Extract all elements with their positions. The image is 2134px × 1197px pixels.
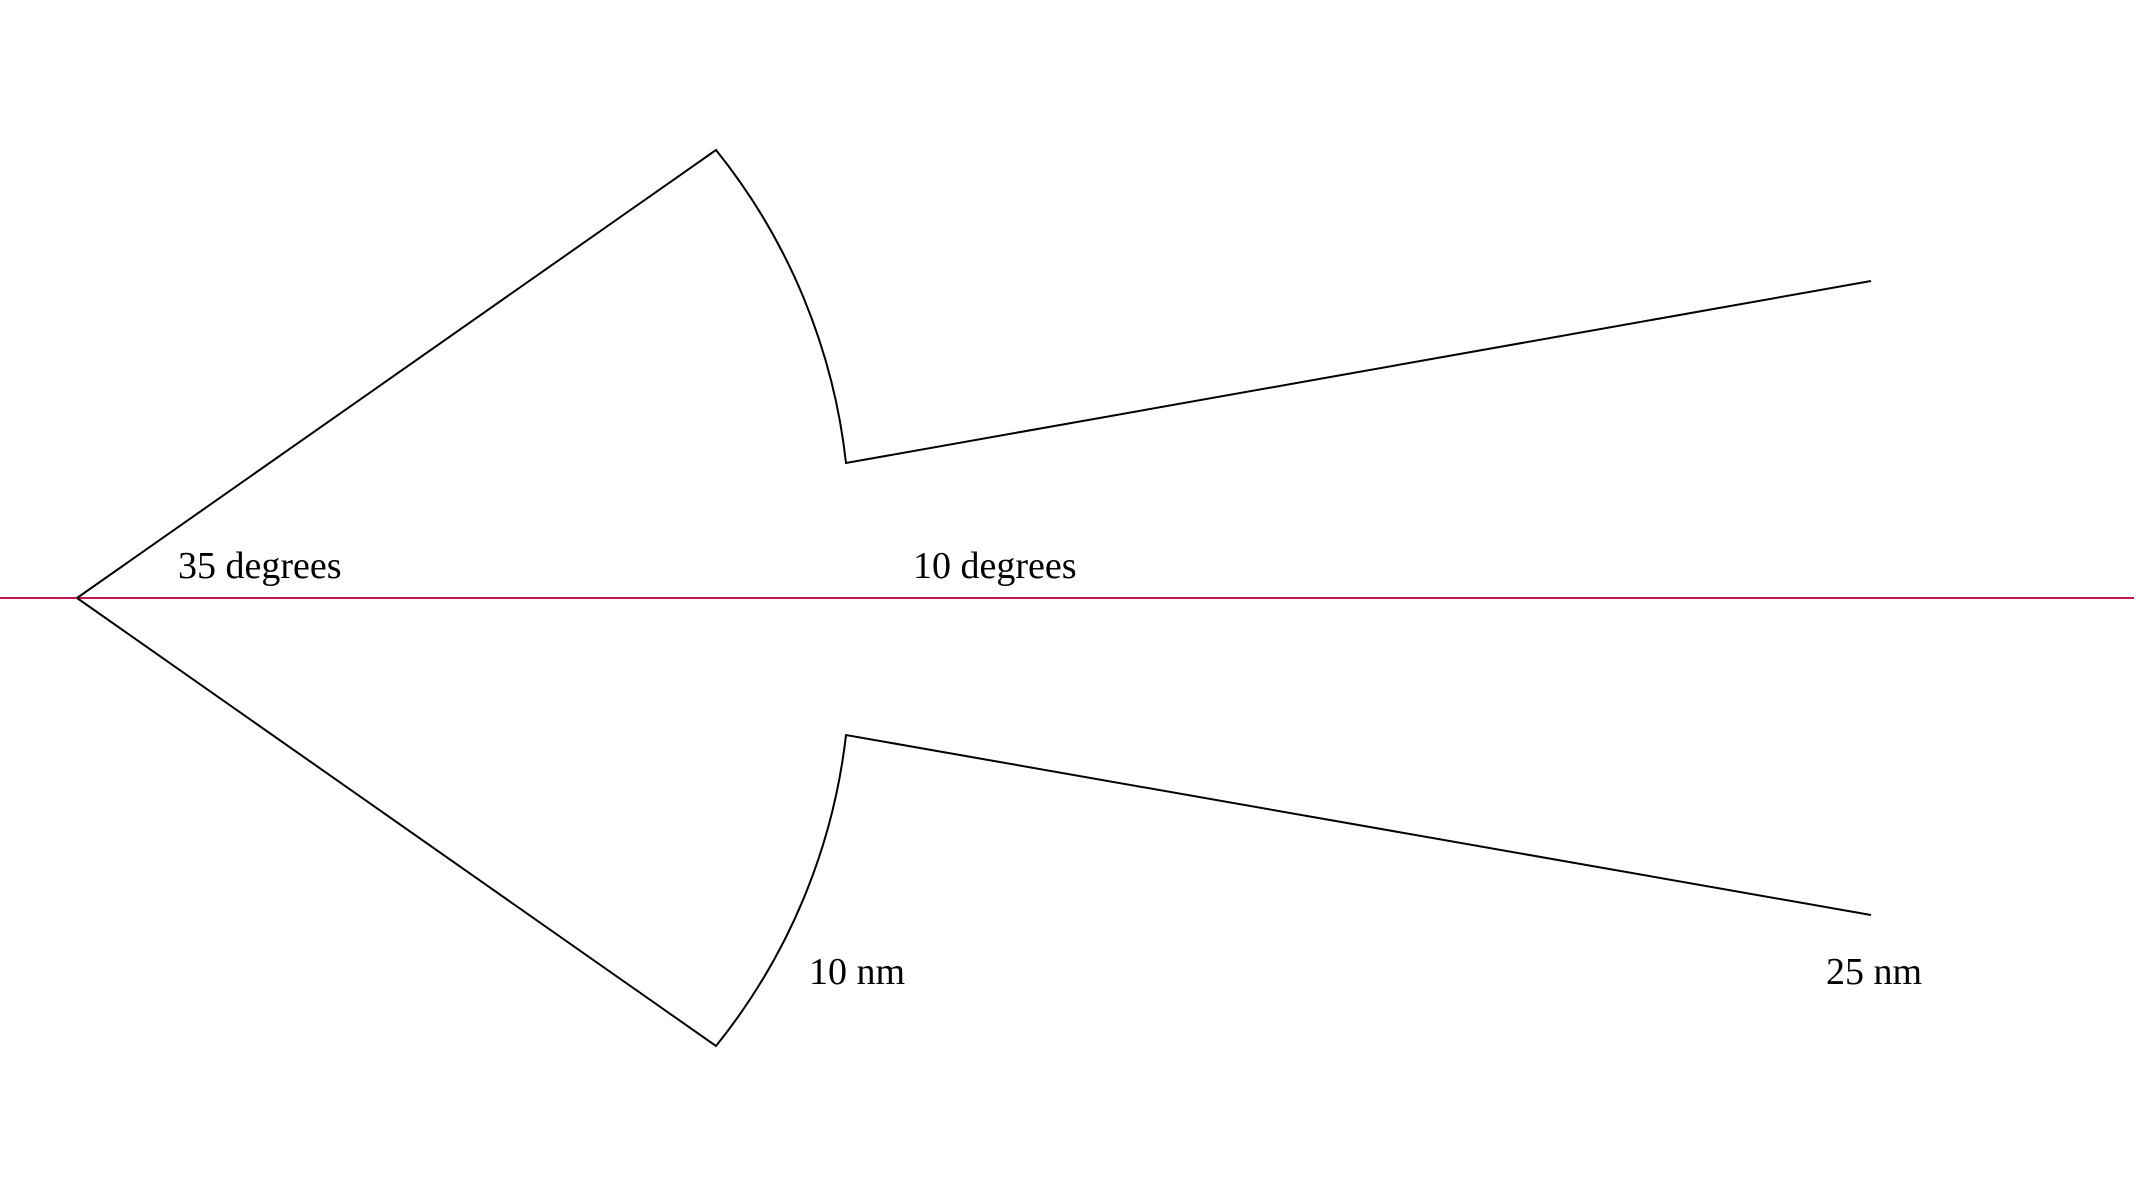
tail-length-label: 25 nm — [1826, 951, 1922, 993]
head-length-label: 10 nm — [809, 951, 905, 993]
upper-cone-outline — [76, 148, 1872, 599]
tip-angle-label: 35 degrees — [178, 545, 342, 587]
lower-cone-outline — [76, 597, 1872, 1048]
tail-angle-label: 10 degrees — [913, 545, 1077, 587]
